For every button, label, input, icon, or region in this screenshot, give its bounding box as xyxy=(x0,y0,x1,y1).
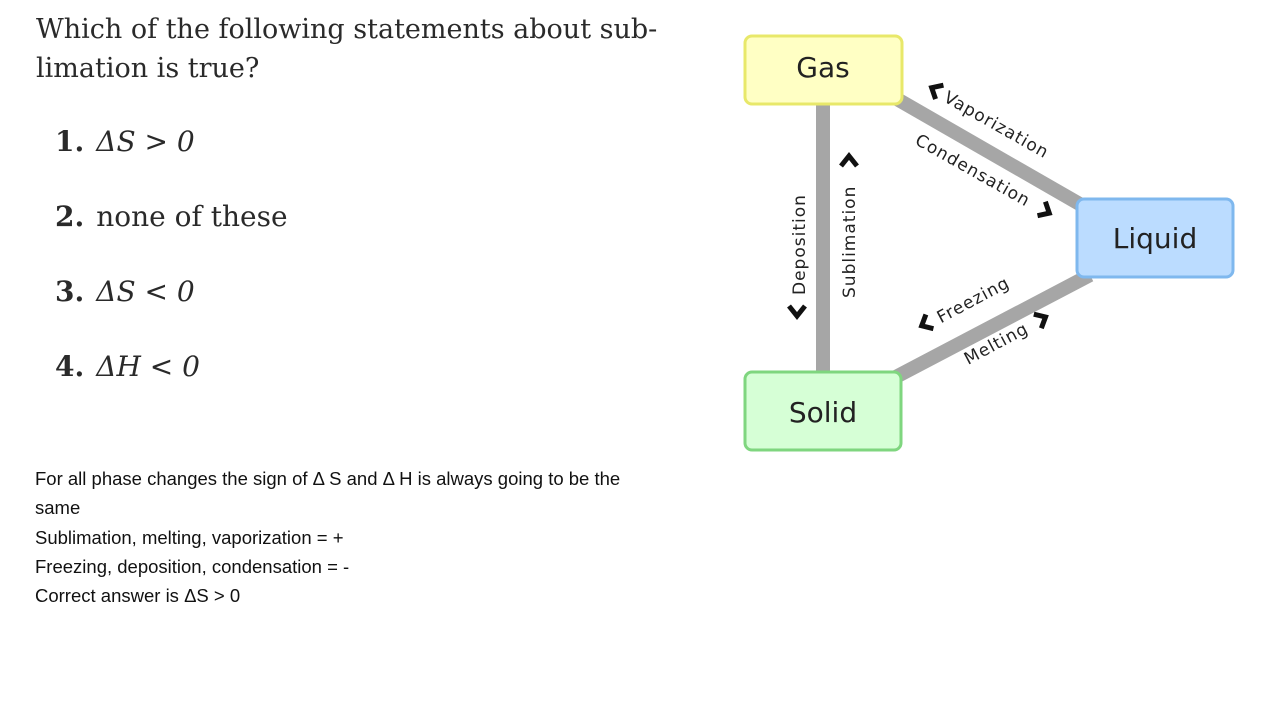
option-text: ΔS > 0 xyxy=(96,125,195,158)
solid-node xyxy=(743,370,903,452)
solid-label: Solid xyxy=(789,396,857,429)
explanation-line: Freezing, deposition, condensation = - xyxy=(35,555,350,577)
question-line-2: limation is true? xyxy=(36,53,260,84)
option-text: none of these xyxy=(96,200,288,233)
chevron-left-icon xyxy=(928,82,944,100)
chevron-left-icon xyxy=(918,313,934,332)
question-line-1: Which of the following statements about … xyxy=(36,14,658,45)
edge-solid-liquid xyxy=(886,268,1094,387)
liquid-node xyxy=(1075,197,1235,279)
chevron-right-icon xyxy=(1033,311,1049,330)
option-number: 3. xyxy=(55,275,85,308)
option-number: 4. xyxy=(55,350,85,383)
option-number: 1. xyxy=(55,125,85,158)
option-number: 2. xyxy=(55,200,85,233)
chevron-right-icon xyxy=(1036,200,1053,219)
chevron-up-icon xyxy=(839,151,859,168)
liquid-label: Liquid xyxy=(1113,222,1197,255)
edge-gas-liquid xyxy=(886,88,1094,217)
question-text: Which of the following statements about … xyxy=(36,10,686,88)
deposition-label: Deposition xyxy=(790,194,810,295)
answer-options: 1. ΔS > 0 2. none of these 3. ΔS < 0 4. ΔH <… xyxy=(55,120,288,420)
explanation-text: For all phase changes the sign of Δ S an… xyxy=(35,464,735,610)
answer-option: 2. none of these xyxy=(55,195,288,270)
gas-node xyxy=(743,34,904,106)
answer-option: 4. ΔH < 0 xyxy=(55,345,288,420)
sublimation-label: Sublimation xyxy=(840,186,860,298)
explanation-line: Sublimation, melting, vaporization = + xyxy=(35,526,344,548)
phase-change-diagram: Gas Liquid Solid Vaporization Condensati… xyxy=(743,34,1235,452)
answer-option: 1. ΔS > 0 xyxy=(55,120,288,195)
answer-option: 3. ΔS < 0 xyxy=(55,270,288,345)
explanation-line: For all phase changes the sign of Δ S an… xyxy=(35,468,621,489)
gas-label: Gas xyxy=(796,51,849,84)
explanation-line: Correct answer is ΔS > 0 xyxy=(35,585,241,607)
chevron-down-icon xyxy=(787,304,807,321)
option-text: ΔH < 0 xyxy=(96,350,200,383)
option-text: ΔS < 0 xyxy=(96,275,195,308)
explanation-line: same xyxy=(35,497,81,519)
